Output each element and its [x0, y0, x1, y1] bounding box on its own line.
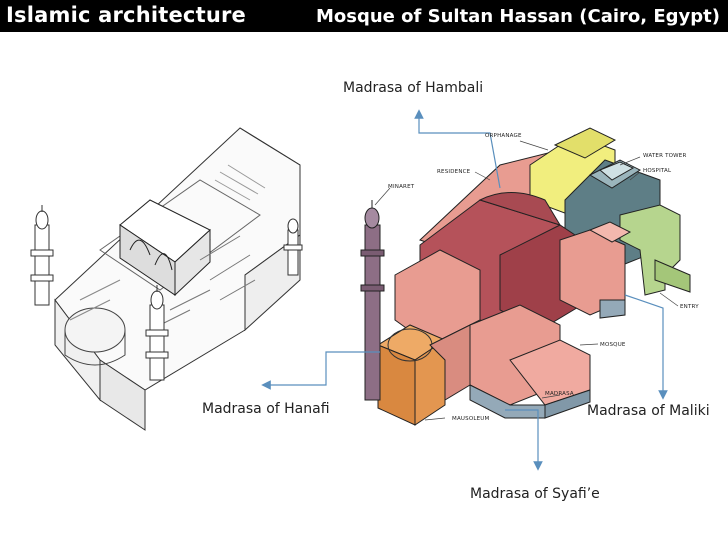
- line-drawing-axonometric: [54, 127, 301, 431]
- label-mausoleum: MAUSOLEUM: [452, 416, 490, 422]
- syafie-arrow: [505, 409, 543, 471]
- label-minaret: MINARET: [388, 184, 415, 190]
- label-orphanage: ORPHANAGE: [485, 133, 522, 139]
- label-entry: ENTRY: [680, 304, 699, 310]
- slide-title: Mosque of Sultan Hassan (Cairo, Egypt): [315, 6, 720, 27]
- callout-arrows: [261, 109, 668, 471]
- hambali-arrow: [414, 109, 501, 189]
- label-madrasa: MADRASA: [545, 391, 574, 397]
- hanafi-arrow: [261, 351, 380, 390]
- callout-hanafi: Madrasa of Hanafi: [202, 401, 330, 417]
- right-minaret: [360, 200, 385, 401]
- label-mosque: MOSQUE: [600, 342, 626, 348]
- label-residence: RESIDENCE: [437, 169, 471, 175]
- callout-hambali: Madrasa of Hambali: [343, 80, 484, 96]
- left-minaret-2: [145, 285, 169, 381]
- section-title: Islamic architecture: [6, 3, 246, 27]
- title-bar: Islamic architecture Mosque of Sultan Ha…: [0, 0, 728, 32]
- colored-axonometric: [376, 127, 691, 426]
- callout-maliki: Madrasa of Maliki: [587, 403, 710, 419]
- callout-syafie: Madrasa of Syafi’e: [470, 486, 600, 502]
- left-minaret-3: [283, 218, 303, 276]
- left-minaret-1: [30, 205, 54, 306]
- label-hospital: HOSPITAL: [643, 168, 672, 174]
- label-leaders: [374, 140, 679, 421]
- label-water-tower: WATER TOWER: [643, 153, 687, 159]
- maliki-arrow: [624, 294, 668, 400]
